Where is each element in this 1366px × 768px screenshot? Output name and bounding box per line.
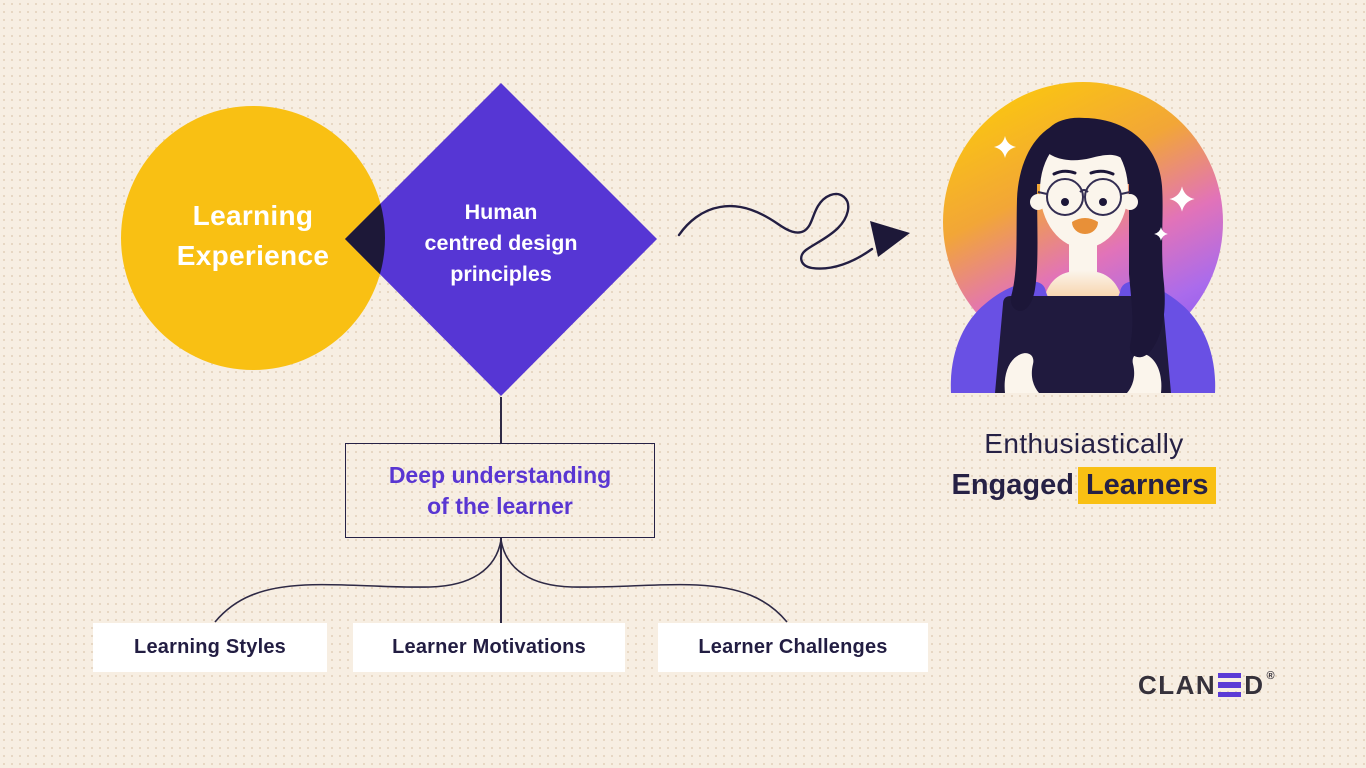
- circle-label: Learning Experience: [121, 196, 385, 276]
- right-hand: [1127, 353, 1162, 393]
- diamond-label: Human centred design principles: [375, 197, 627, 290]
- venn-circle: [121, 106, 385, 370]
- deep-understanding-line2: of the learner: [427, 492, 573, 519]
- glasses-left-temple: [1037, 191, 1048, 195]
- result-line2-prefix: Engaged: [951, 469, 1074, 501]
- box-learning-styles: Learning Styles: [93, 623, 327, 672]
- diamond-label-line2: centred design: [424, 231, 578, 255]
- brand-suffix: D: [1244, 669, 1265, 700]
- box-learner-challenges-label: Learner Challenges: [698, 636, 888, 658]
- mouth: [1072, 218, 1098, 234]
- box-learner-motivations: Learner Motivations: [353, 623, 625, 672]
- result-line1: Enthusiastically: [984, 428, 1184, 459]
- brand-logo: CLAN D ®: [1138, 669, 1276, 701]
- left-eye: [1061, 198, 1069, 206]
- diamond-label-line3: principles: [450, 262, 552, 286]
- connector-branch-right: [500, 539, 788, 623]
- sparkle-icon: [994, 136, 1016, 158]
- box-learner-motivations-label: Learner Motivations: [392, 636, 586, 658]
- box-learning-styles-label: Learning Styles: [134, 636, 286, 658]
- glasses-bridge: [1079, 189, 1089, 193]
- deep-understanding-box: Deep understanding of the learner: [345, 443, 655, 538]
- diamond-label-line1: Human: [464, 200, 538, 224]
- glasses-right-lens: [1084, 178, 1122, 216]
- circle-label-line2: Experience: [176, 240, 330, 271]
- circle-label-line1: Learning: [192, 200, 314, 231]
- right-eyebrow: [1089, 169, 1115, 176]
- laptop: [995, 296, 1171, 393]
- squiggle-arrow-icon: [677, 192, 874, 270]
- result-line2-highlight: Learners: [1077, 467, 1217, 504]
- brand-e-bars-icon: [1218, 673, 1242, 697]
- sparkle-icon: [1169, 186, 1195, 212]
- glasses-left-lens: [1046, 178, 1084, 216]
- arrowhead-icon: [870, 221, 910, 257]
- deep-understanding-line1: Deep understanding: [388, 461, 612, 488]
- neck-chest: [1041, 214, 1125, 316]
- venn-diamond: [345, 83, 657, 396]
- box-learner-challenges: Learner Challenges: [658, 623, 928, 672]
- brand-prefix: CLAN: [1138, 669, 1217, 700]
- right-eye: [1099, 198, 1107, 206]
- registered-mark: ®: [1266, 670, 1277, 682]
- deep-understanding-label: Deep understanding of the learner: [389, 460, 611, 522]
- connector-branch-left: [214, 539, 502, 623]
- learner-illustration: [943, 82, 1223, 393]
- glasses-right-temple: [1120, 191, 1131, 195]
- hair-bangs: [1041, 117, 1130, 168]
- left-hand: [1004, 353, 1039, 393]
- left-eyebrow: [1052, 169, 1077, 176]
- sparkle-icon: [1154, 227, 1168, 241]
